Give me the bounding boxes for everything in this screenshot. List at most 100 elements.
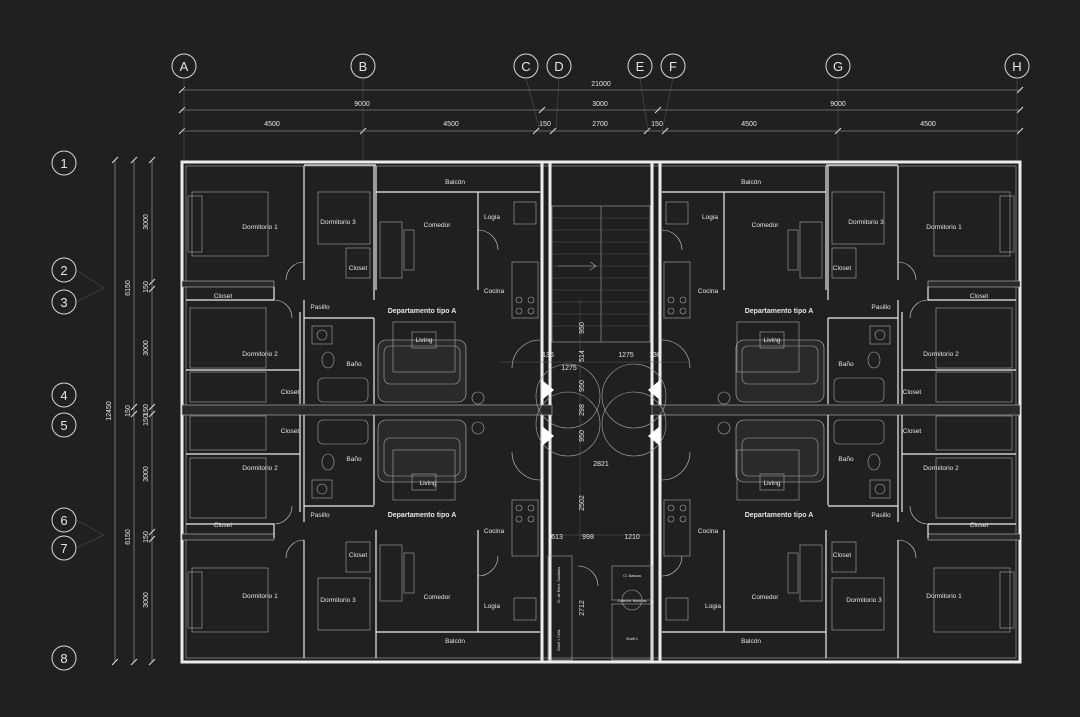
room-cocina-br: Cocina <box>698 528 719 535</box>
dim-left-150-c: 150 <box>143 414 150 426</box>
grid-row-5: 5 <box>60 418 67 433</box>
core-dim-950-b: 950 <box>579 380 586 392</box>
core-label-electrica: Cl. de Elect. Sanitaria <box>557 566 561 603</box>
grid-col-F: F <box>669 59 677 74</box>
room-comedor-tl: Comedor <box>424 222 452 229</box>
core-label-cl-basura: Cl. Basura <box>623 574 642 578</box>
core-dim-1275-r: 1275 <box>618 352 634 359</box>
room-comedor-tr: Comedor <box>752 222 780 229</box>
dim-left-3000-b: 3000 <box>143 340 150 356</box>
dim-top-150-b: 150 <box>651 121 663 128</box>
room-closet-bl3: Closet <box>281 428 300 435</box>
room-closet-tl3: Closet <box>281 389 300 396</box>
grid-row-3: 3 <box>60 295 67 310</box>
grid-row-4: 4 <box>60 388 67 403</box>
grid-row-1: 1 <box>60 156 67 171</box>
room-bano-br: Baño <box>838 456 854 463</box>
room-closet-tr1: Closet <box>833 265 852 272</box>
room-comedor-bl: Comedor <box>424 594 452 601</box>
building-walls <box>180 160 1022 664</box>
dept-label-br: Departamento tipo A <box>745 512 814 519</box>
room-closet-br3: Closet <box>903 428 922 435</box>
dim-left-150-a: 150 <box>143 281 150 293</box>
grid-row-6: 6 <box>60 513 67 528</box>
room-dormitorio1-bl: Dormitorio 1 <box>242 593 278 600</box>
room-pasillo-bl: Pasillo <box>310 512 330 519</box>
core-label-shaft: Shaft 1 <box>626 637 638 641</box>
grid-column-bubbles: A B C D E F G H <box>171 53 1030 79</box>
room-balcon-bl: Balcón <box>445 638 465 645</box>
room-bano-bl: Baño <box>346 456 362 463</box>
dim-top-2700: 2700 <box>592 121 608 128</box>
core-dimensions: 136 1275 1275 136 514 950 950 298 950 28… <box>542 322 661 651</box>
core-label-colector: Colector Basuras <box>617 599 646 603</box>
dim-top-4500-a: 4500 <box>264 121 280 128</box>
core-dim-136-r: 136 <box>649 352 661 359</box>
top-dimensions: 21000 9000 3000 9000 4500 4500 150 2700 … <box>178 77 1024 160</box>
dim-overall-width: 21000 <box>591 81 611 88</box>
core-dim-998: 998 <box>582 534 594 541</box>
grid-col-H: H <box>1012 59 1021 74</box>
room-closet-tr2: Closet <box>970 293 989 300</box>
room-dormitorio3-tl: Dormitorio 3 <box>320 219 356 226</box>
dim-top-4500-b: 4500 <box>443 121 459 128</box>
core-dim-1275-l: 1275 <box>561 365 577 372</box>
core-dim-2712: 2712 <box>579 600 586 616</box>
room-logia-br: Logia <box>705 603 721 610</box>
grid-col-D: D <box>554 59 563 74</box>
room-dormitorio2-tr: Dormitorio 2 <box>923 351 959 358</box>
room-pasillo-tl: Pasillo <box>310 304 330 311</box>
core-dim-2502: 2502 <box>579 495 586 511</box>
room-dormitorio3-bl: Dormitorio 3 <box>320 597 356 604</box>
dim-left-150-mid: 150 <box>125 405 132 417</box>
grid-row-7: 7 <box>60 541 67 556</box>
room-cocina-tl: Cocina <box>484 288 505 295</box>
room-logia-bl: Logia <box>484 603 500 610</box>
room-closet-tl1: Closet <box>349 265 368 272</box>
dim-left-3000-d: 3000 <box>143 592 150 608</box>
furniture <box>187 191 1015 633</box>
room-balcon-br: Balcón <box>741 638 761 645</box>
dim-top-4500-d: 4500 <box>920 121 936 128</box>
room-living-tl: Living <box>416 337 433 344</box>
arrow-right-down <box>648 426 660 446</box>
grid-row-2: 2 <box>60 263 67 278</box>
room-balcon-tl: Balcón <box>445 179 465 186</box>
room-pasillo-br: Pasillo <box>871 512 891 519</box>
room-dormitorio2-br: Dormitorio 2 <box>923 465 959 472</box>
dim-overall-height: 12450 <box>106 401 113 421</box>
dim-left-3000-a: 3000 <box>143 214 150 230</box>
room-dormitorio3-tr: Dormitorio 3 <box>848 219 884 226</box>
dim-left-3000-c: 3000 <box>143 466 150 482</box>
room-closet-bl1: Closet <box>349 552 368 559</box>
dim-left-6150-bottom: 6150 <box>125 529 132 545</box>
grid-col-E: E <box>636 59 645 74</box>
dept-label-tr: Departamento tipo A <box>745 308 814 315</box>
grid-row-bubbles: 1 2 3 4 5 6 7 8 <box>51 150 105 671</box>
core-dim-136-l: 136 <box>542 352 554 359</box>
room-dormitorio1-br: Dormitorio 1 <box>926 593 962 600</box>
room-pasillo-tr: Pasillo <box>871 304 891 311</box>
grid-row-8: 8 <box>60 651 67 666</box>
core-dim-950-a: 950 <box>579 322 586 334</box>
grid-col-C: C <box>521 59 530 74</box>
arrow-right-up <box>648 380 660 400</box>
core-dim-298: 298 <box>579 404 586 416</box>
room-bano-tl: Baño <box>346 361 362 368</box>
grid-col-A: A <box>180 59 189 74</box>
room-dormitorio1-tl: Dormitorio 1 <box>242 224 278 231</box>
dim-top-3000: 3000 <box>592 101 608 108</box>
room-logia-tl: Logia <box>484 214 500 221</box>
room-closet-br2: Closet <box>970 522 989 529</box>
room-balcon-tr: Balcón <box>741 179 761 186</box>
door-swings <box>273 229 929 577</box>
core-stair-lobby <box>500 205 690 661</box>
grid-col-B: B <box>359 59 368 74</box>
room-living-tr: Living <box>764 337 781 344</box>
room-closet-tr3: Closet <box>903 389 922 396</box>
room-dormitorio3-br: Dormitorio 3 <box>846 597 882 604</box>
core-dim-514: 514 <box>579 350 586 362</box>
arrow-left-up <box>542 380 554 400</box>
room-closet-br1: Closet <box>833 552 852 559</box>
arrow-left-down <box>542 426 554 446</box>
